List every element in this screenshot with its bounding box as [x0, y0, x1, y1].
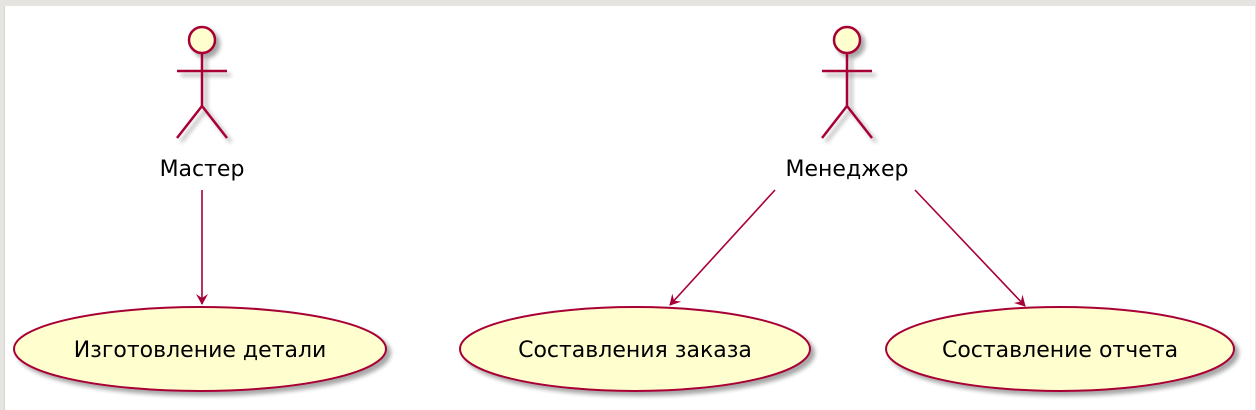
stick-figure-icon — [176, 25, 228, 139]
actor-label-master: Мастер — [160, 157, 245, 182]
actor-manager: Менеджер — [786, 25, 909, 182]
actor-master: Мастер — [160, 25, 245, 182]
use-case-label: Составление отчета — [942, 338, 1178, 363]
use-case-uc1: Изготовление детали — [13, 306, 387, 392]
use-case-uc2: Составления заказа — [459, 306, 811, 392]
association-manager-uc3 — [914, 189, 1026, 307]
use-case-diagram: Мастер Менеджер Изготовление детали — [13, 25, 1235, 392]
stick-figure-icon — [821, 25, 873, 139]
use-case-uc3: Составление отчета — [885, 306, 1235, 392]
diagram-canvas: Мастер Менеджер Изготовление детали — [4, 6, 1255, 410]
associations — [196, 189, 1026, 307]
use-case-label: Составления заказа — [518, 338, 752, 363]
use-case-ellipse — [459, 306, 811, 392]
use-case-label: Изготовление детали — [74, 338, 327, 363]
use-case-ellipse — [13, 306, 387, 392]
actor-label-manager: Менеджер — [786, 157, 909, 182]
association-manager-uc2 — [669, 189, 776, 306]
use-case-ellipse — [885, 306, 1235, 392]
